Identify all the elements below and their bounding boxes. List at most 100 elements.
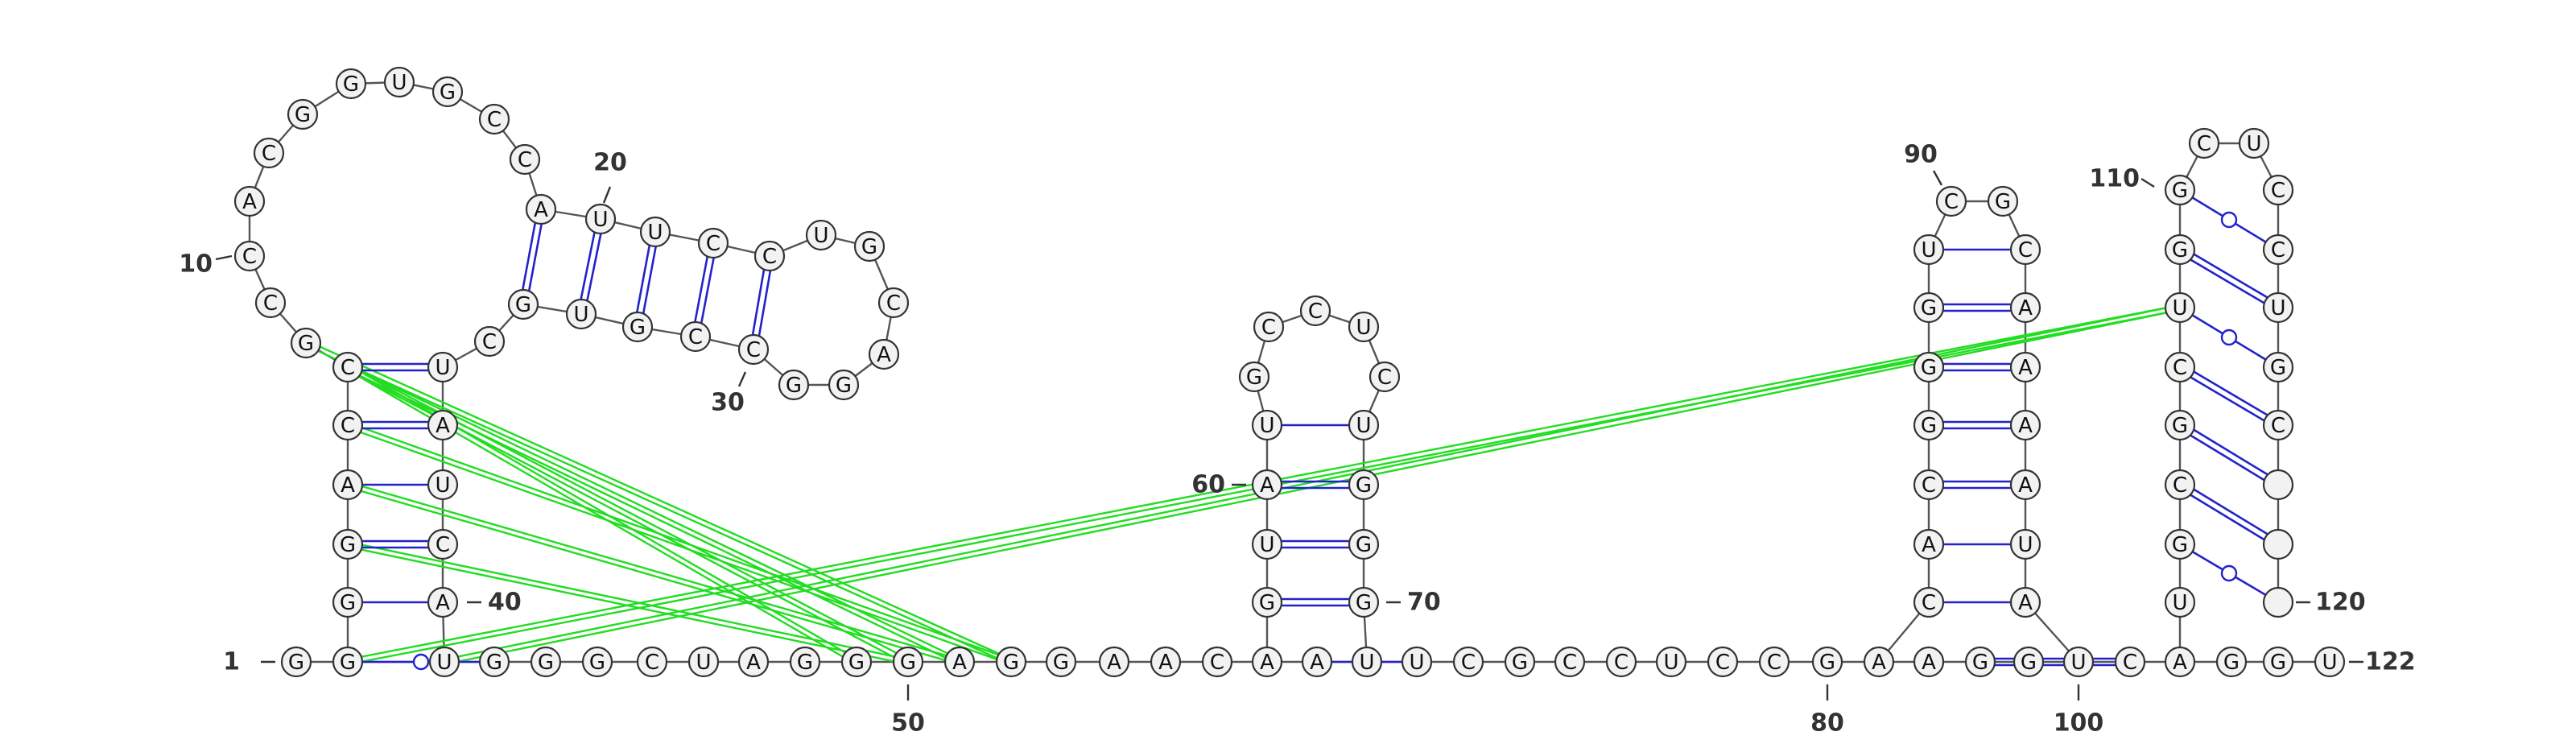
- nucleotide-letter: U: [696, 651, 711, 675]
- nucleotide-letter: C: [1767, 651, 1781, 675]
- nucleotide-circle: [2062, 646, 2095, 678]
- base-pair-line: [2190, 434, 2265, 482]
- nucleotide: C: [2164, 351, 2196, 383]
- nucleotide-circle: [636, 646, 668, 678]
- nucleotide-circle: [383, 66, 415, 98]
- nucleotide-letter: U: [1359, 651, 1374, 675]
- nucleotide-letter: C: [487, 108, 502, 132]
- nucleotide-circle: [2009, 586, 2041, 618]
- base-pair-line: [694, 256, 708, 322]
- nucleotide: U: [687, 646, 720, 678]
- nucleotide-letter: U: [1409, 651, 1424, 675]
- tertiary-interaction: [348, 540, 909, 661]
- nucleotide-circle: [1987, 185, 2019, 217]
- nucleotide-letter: G: [340, 651, 356, 675]
- nucleotide-letter: G: [2172, 414, 2188, 438]
- nucleotide-letter: C: [1922, 591, 1936, 615]
- nucleotide: U: [1251, 409, 1283, 441]
- nucleotide-letter: C: [2271, 179, 2285, 203]
- nucleotide: A: [427, 586, 459, 618]
- nucleotide-letter: G: [340, 533, 356, 557]
- nucleotide-letter: G: [1356, 591, 1372, 615]
- nucleotide: G: [621, 311, 654, 343]
- nucleotide: C: [478, 103, 510, 135]
- nucleotide-letter: C: [2018, 238, 2033, 262]
- nucleotide: G: [332, 528, 364, 560]
- nucleotide-letter: C: [242, 245, 257, 269]
- nucleotide: G: [2164, 528, 2196, 560]
- nucleotide-letter: G: [589, 651, 605, 675]
- nucleotide-circle: [1351, 646, 1383, 678]
- nucleotide-circle: [2262, 174, 2294, 206]
- nucleotide: A: [737, 646, 770, 678]
- nucleotide-letter: A: [2173, 651, 2187, 675]
- nucleotide: G: [1045, 646, 1077, 678]
- nucleotide-letter: G: [1053, 651, 1069, 675]
- nucleotide-circle: [1348, 469, 1380, 501]
- nucleotide-letter: G: [786, 374, 802, 398]
- nucleotide-letter: G: [1921, 414, 1937, 438]
- nucleotide: U: [2262, 291, 2294, 324]
- nucleotide-letter: C: [518, 148, 532, 172]
- nucleotide: C: [2262, 174, 2294, 206]
- label-120: 120: [2315, 589, 2366, 617]
- nucleotide-letter: A: [2018, 356, 2033, 380]
- nucleotide-circle: [1913, 646, 1945, 678]
- nucleotide-circle: [584, 203, 617, 235]
- nucleotide-circle: [2262, 351, 2294, 383]
- nucleotide: G: [1348, 586, 1380, 618]
- nucleotide: A: [868, 338, 900, 370]
- nucleotide: G: [431, 76, 464, 108]
- nucleotide-circle: [2164, 586, 2196, 618]
- nucleotide-circle: [1348, 311, 1380, 343]
- nucleotide-letter: U: [1356, 414, 1371, 438]
- tertiary-interaction: [348, 422, 1013, 661]
- nucleotide-letter: A: [1922, 533, 1936, 557]
- nucleotide: [2262, 469, 2294, 501]
- nucleotide-circle: [1299, 295, 1331, 327]
- nucleotide-letter: C: [436, 533, 450, 557]
- nucleotide-circle: [1913, 469, 1945, 501]
- nucleotide: G: [853, 230, 886, 262]
- nucleotide-circle: [2009, 234, 2041, 266]
- nucleotide: U: [2062, 646, 2095, 678]
- nucleotide: A: [427, 409, 459, 441]
- nucleotide: C: [679, 320, 712, 353]
- nucleotide-circle: [2009, 351, 2041, 383]
- wobble-pair-marker: [2220, 211, 2238, 229]
- nucleotide-circle: [254, 287, 287, 319]
- base-pair-line: [2190, 376, 2265, 422]
- nucleotide-letter: A: [1107, 651, 1121, 675]
- nucleotide: [2262, 586, 2294, 618]
- nucleotide: A: [2009, 586, 2041, 618]
- nucleotide-circle: [1150, 646, 1182, 678]
- nucleotide-letter: G: [2021, 651, 2037, 675]
- nucleotide-circle: [1913, 528, 1945, 560]
- nucleotide: U: [1351, 646, 1383, 678]
- nucleotide: G: [332, 586, 364, 618]
- nucleotide-letter: A: [746, 651, 761, 675]
- nucleotide: C: [1707, 646, 1739, 678]
- nucleotide-letter: C: [1261, 316, 1276, 340]
- nucleotide-letter: U: [2070, 651, 2086, 675]
- nucleotide: A: [1301, 646, 1333, 678]
- nucleotide-letter: C: [2173, 473, 2187, 498]
- nucleotide-circle: [2262, 586, 2294, 618]
- nucleotide-letter: C: [645, 651, 659, 675]
- nucleotide-letter: G: [2172, 179, 2188, 203]
- nucleotide: C: [2262, 234, 2294, 266]
- nucleotide: A: [1251, 646, 1283, 678]
- nucleotide-circle: [1348, 528, 1380, 560]
- nucleotide-letter: C: [341, 356, 355, 380]
- nucleotide-circle: [2164, 234, 2196, 266]
- nucleotide-circle: [427, 409, 459, 441]
- nucleotide-circle: [1401, 646, 1433, 678]
- nucleotide-circle: [737, 646, 770, 678]
- nucleotide: U: [805, 219, 837, 251]
- nucleotide-circle: [280, 646, 312, 678]
- nucleotide: A: [2009, 409, 2041, 441]
- nucleotide: G: [2013, 646, 2045, 678]
- nucleotide-letter: C: [482, 330, 497, 354]
- nucleotide-letter: C: [1614, 651, 1629, 675]
- nucleotide-letter: G: [2270, 651, 2286, 675]
